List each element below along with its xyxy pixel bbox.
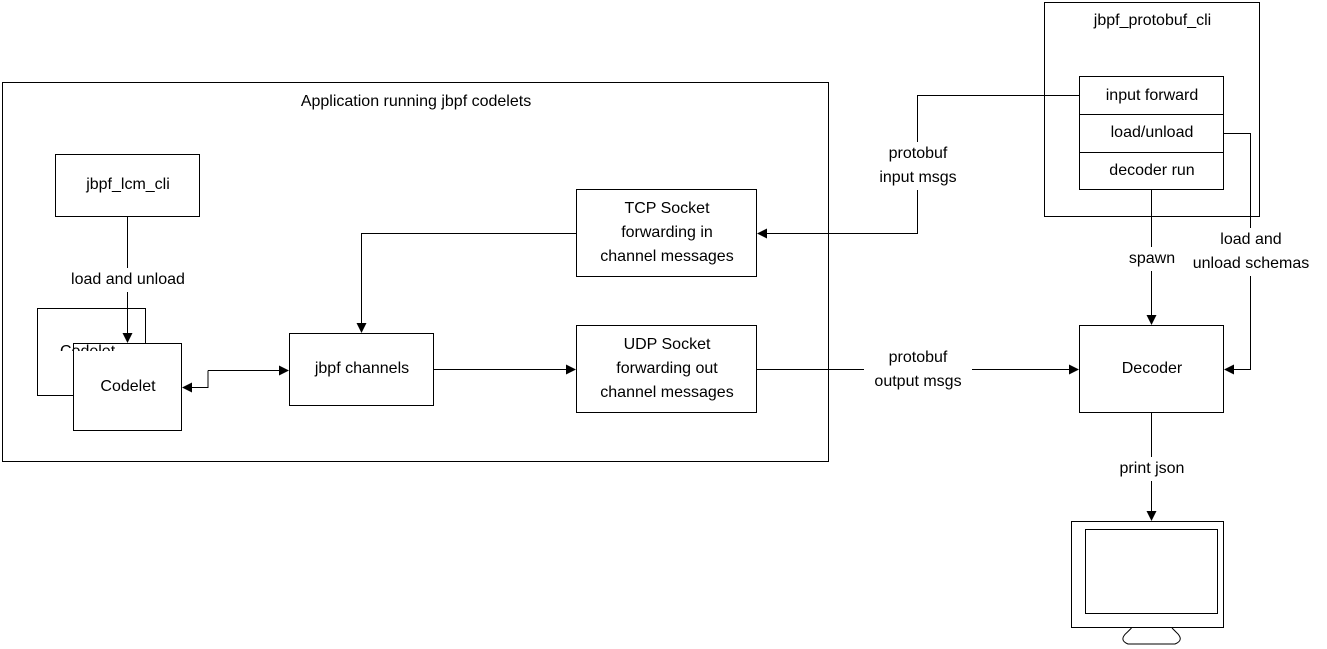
protobuf-cli-title: jbpf_protobuf_cli <box>1093 12 1212 29</box>
decoder-label: Decoder <box>1121 360 1183 377</box>
jbpf-channels-label: jbpf channels <box>314 360 410 377</box>
udp-socket-line-1: UDP Socket <box>623 336 711 353</box>
codelet-front-label: Codelet <box>100 378 156 395</box>
udp-socket-line-3: channel messages <box>600 384 734 401</box>
protobuf-input-line-1: protobuf <box>888 145 948 162</box>
tcp-socket-line-1: TCP Socket <box>624 200 710 217</box>
edge-label-protobuf-input: protobuf input msgs <box>866 142 970 190</box>
protobuf-input-line-2: input msgs <box>879 169 957 186</box>
app-container-title: Application running jbpf codelets <box>300 93 532 110</box>
cli-menu-load-unload <box>1079 114 1224 153</box>
tcp-socket-label: TCP Socket forwarding in channel message… <box>577 197 757 269</box>
edge-tcp-to-channels <box>356 233 576 333</box>
edge-label-load-schemas: load and unload schemas <box>1184 228 1318 276</box>
protobuf-output-line-2: output msgs <box>874 373 962 390</box>
lcm-cli-box <box>55 154 200 217</box>
udp-socket-label: UDP Socket forwarding out channel messag… <box>577 333 757 405</box>
decoder-box <box>1079 325 1224 413</box>
udp-socket-line-2: forwarding out <box>616 360 718 377</box>
jbpf-channels-box <box>289 333 434 406</box>
codelet-front-box <box>73 343 182 431</box>
lcm-cli-label: jbpf_lcm_cli <box>86 176 170 193</box>
cli-menu-decoder-run <box>1079 152 1224 190</box>
edge-label-load-and-unload: load and unload <box>60 268 196 292</box>
edge-channels-codelet <box>182 370 209 393</box>
cli-menu-load-unload-label: load/unload <box>1110 124 1194 141</box>
edge-label-protobuf-output: protobuf output msgs <box>864 346 972 394</box>
codelet-back-label: Codelet <box>38 340 146 351</box>
cli-menu-decoder-run-label: decoder run <box>1109 162 1195 179</box>
load-schemas-line-1: load and <box>1220 231 1282 248</box>
cli-menu-input-forward-label: input forward <box>1105 87 1199 104</box>
tcp-socket-line-2: forwarding in <box>621 224 713 241</box>
protobuf-output-line-1: protobuf <box>888 349 948 366</box>
edge-label-spawn: spawn <box>1124 247 1180 271</box>
tcp-socket-line-3: channel messages <box>600 248 734 265</box>
load-schemas-line-2: unload schemas <box>1192 255 1310 272</box>
app-container <box>2 82 829 462</box>
edge-label-print-json: print json <box>1110 457 1194 481</box>
cli-menu-input-forward <box>1079 76 1224 115</box>
monitor-icon <box>1071 521 1224 645</box>
tcp-socket-box <box>576 189 757 277</box>
udp-socket-box <box>576 325 757 413</box>
